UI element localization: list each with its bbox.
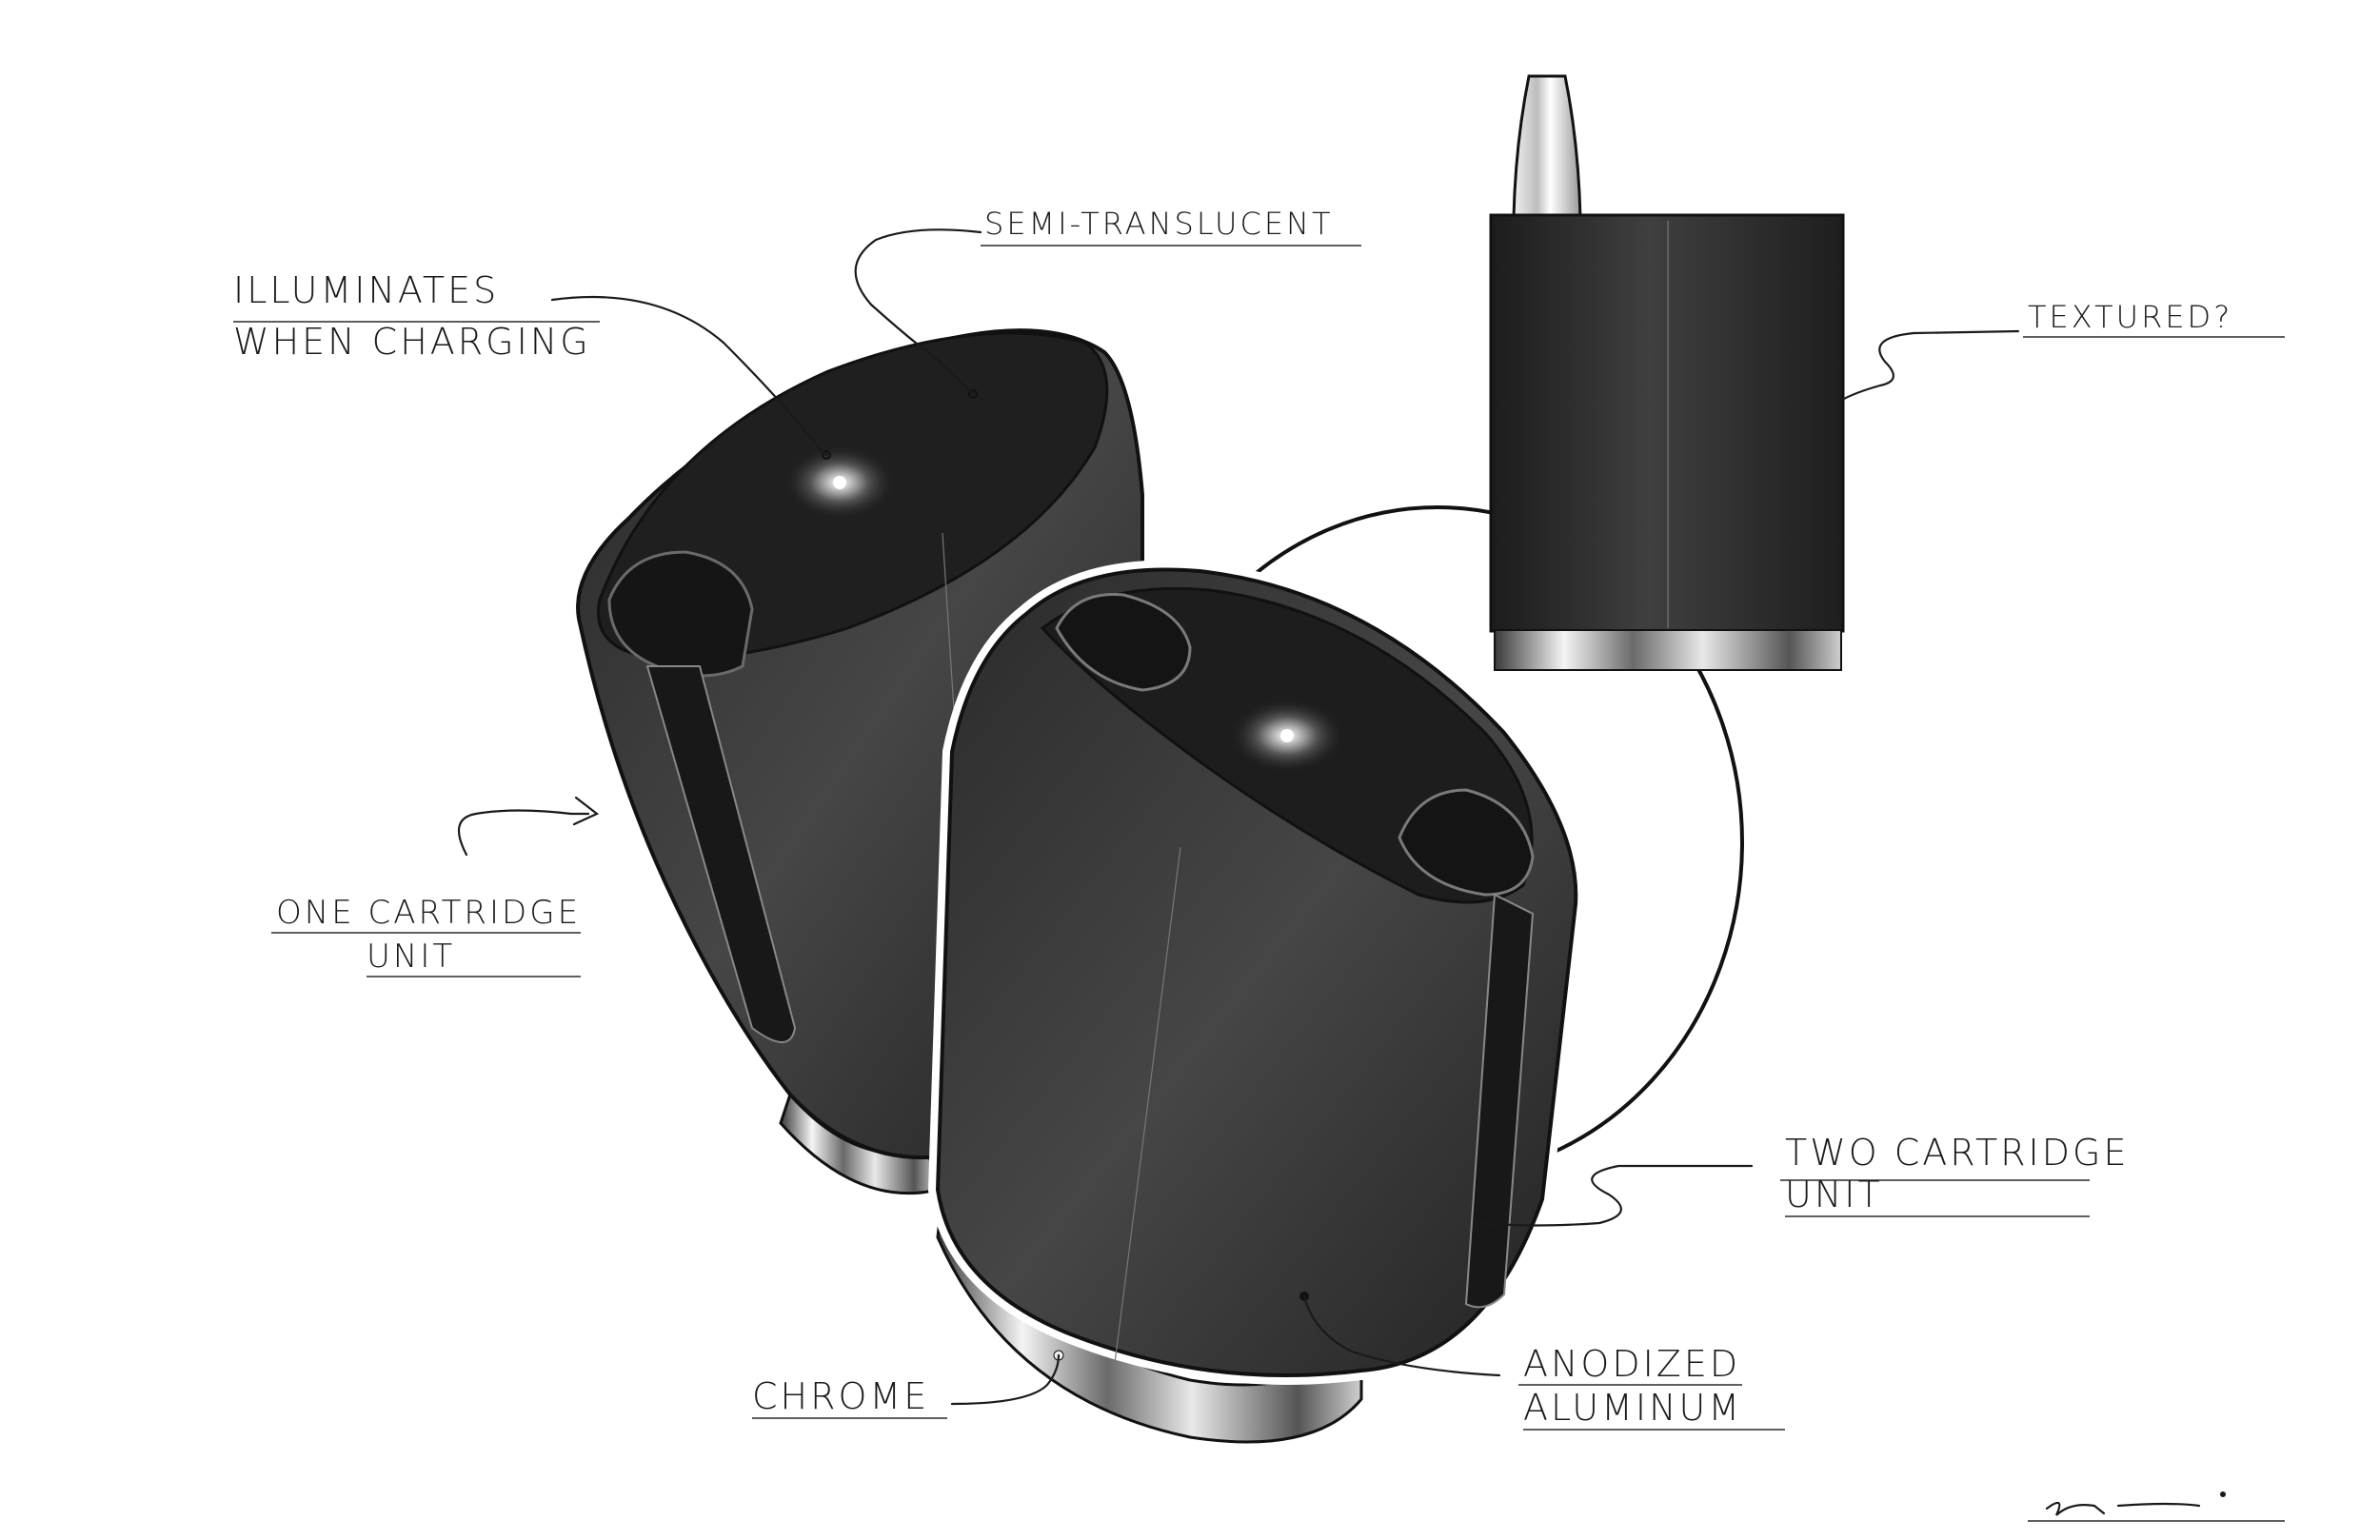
label-anodized-line2: ALUMINUM (1523, 1387, 1742, 1429)
cartridge-tip (1512, 74, 1582, 219)
leader-semi-translucent (854, 228, 982, 396)
label-anodized-line1: ANODIZED (1523, 1343, 1740, 1385)
leader-anodized (1302, 1294, 1501, 1377)
label-chrome: CHROME (752, 1375, 929, 1417)
leader-two-cartridge (1483, 1164, 1754, 1227)
one-cartridge-side-slot (645, 665, 797, 1043)
two-cartridge-slot-left (1055, 592, 1192, 692)
side-view-unit (1489, 74, 1845, 671)
artist-signature (2028, 1491, 2285, 1522)
leader-two-cartridge-arrow (1478, 1210, 1508, 1234)
side-view-chrome-base (1494, 629, 1842, 671)
label-two-cartridge-line1: TWO CARTRIDGE (1785, 1132, 2129, 1174)
leader-one-cartridge (457, 809, 590, 857)
leader-textured (1840, 329, 2020, 402)
label-two-cartridge-line2: UNIT (1785, 1174, 1883, 1215)
label-one-cartridge-line1: ONE CARTRIDGE (276, 894, 581, 932)
leader-illuminates (550, 295, 828, 457)
leader-one-cartridge-arrow (572, 796, 600, 826)
label-illuminates-line1: ILLUMINATES (233, 269, 499, 311)
one-cartridge-unit (576, 328, 1144, 1195)
label-one-cartridge-line2: UNIT (367, 938, 455, 976)
side-view-body (1489, 213, 1845, 633)
label-semi-translucent: SEMI-TRANSLUCENT (984, 206, 1334, 242)
two-cartridge-slot-right (1398, 788, 1535, 897)
label-textured: TEXTURED? (2028, 299, 2232, 335)
one-cartridge-slot (607, 550, 754, 678)
label-illuminates-line2: WHEN CHARGING (233, 321, 591, 363)
two-cartridge-unit (927, 560, 1586, 1444)
leader-chrome (950, 1353, 1061, 1406)
